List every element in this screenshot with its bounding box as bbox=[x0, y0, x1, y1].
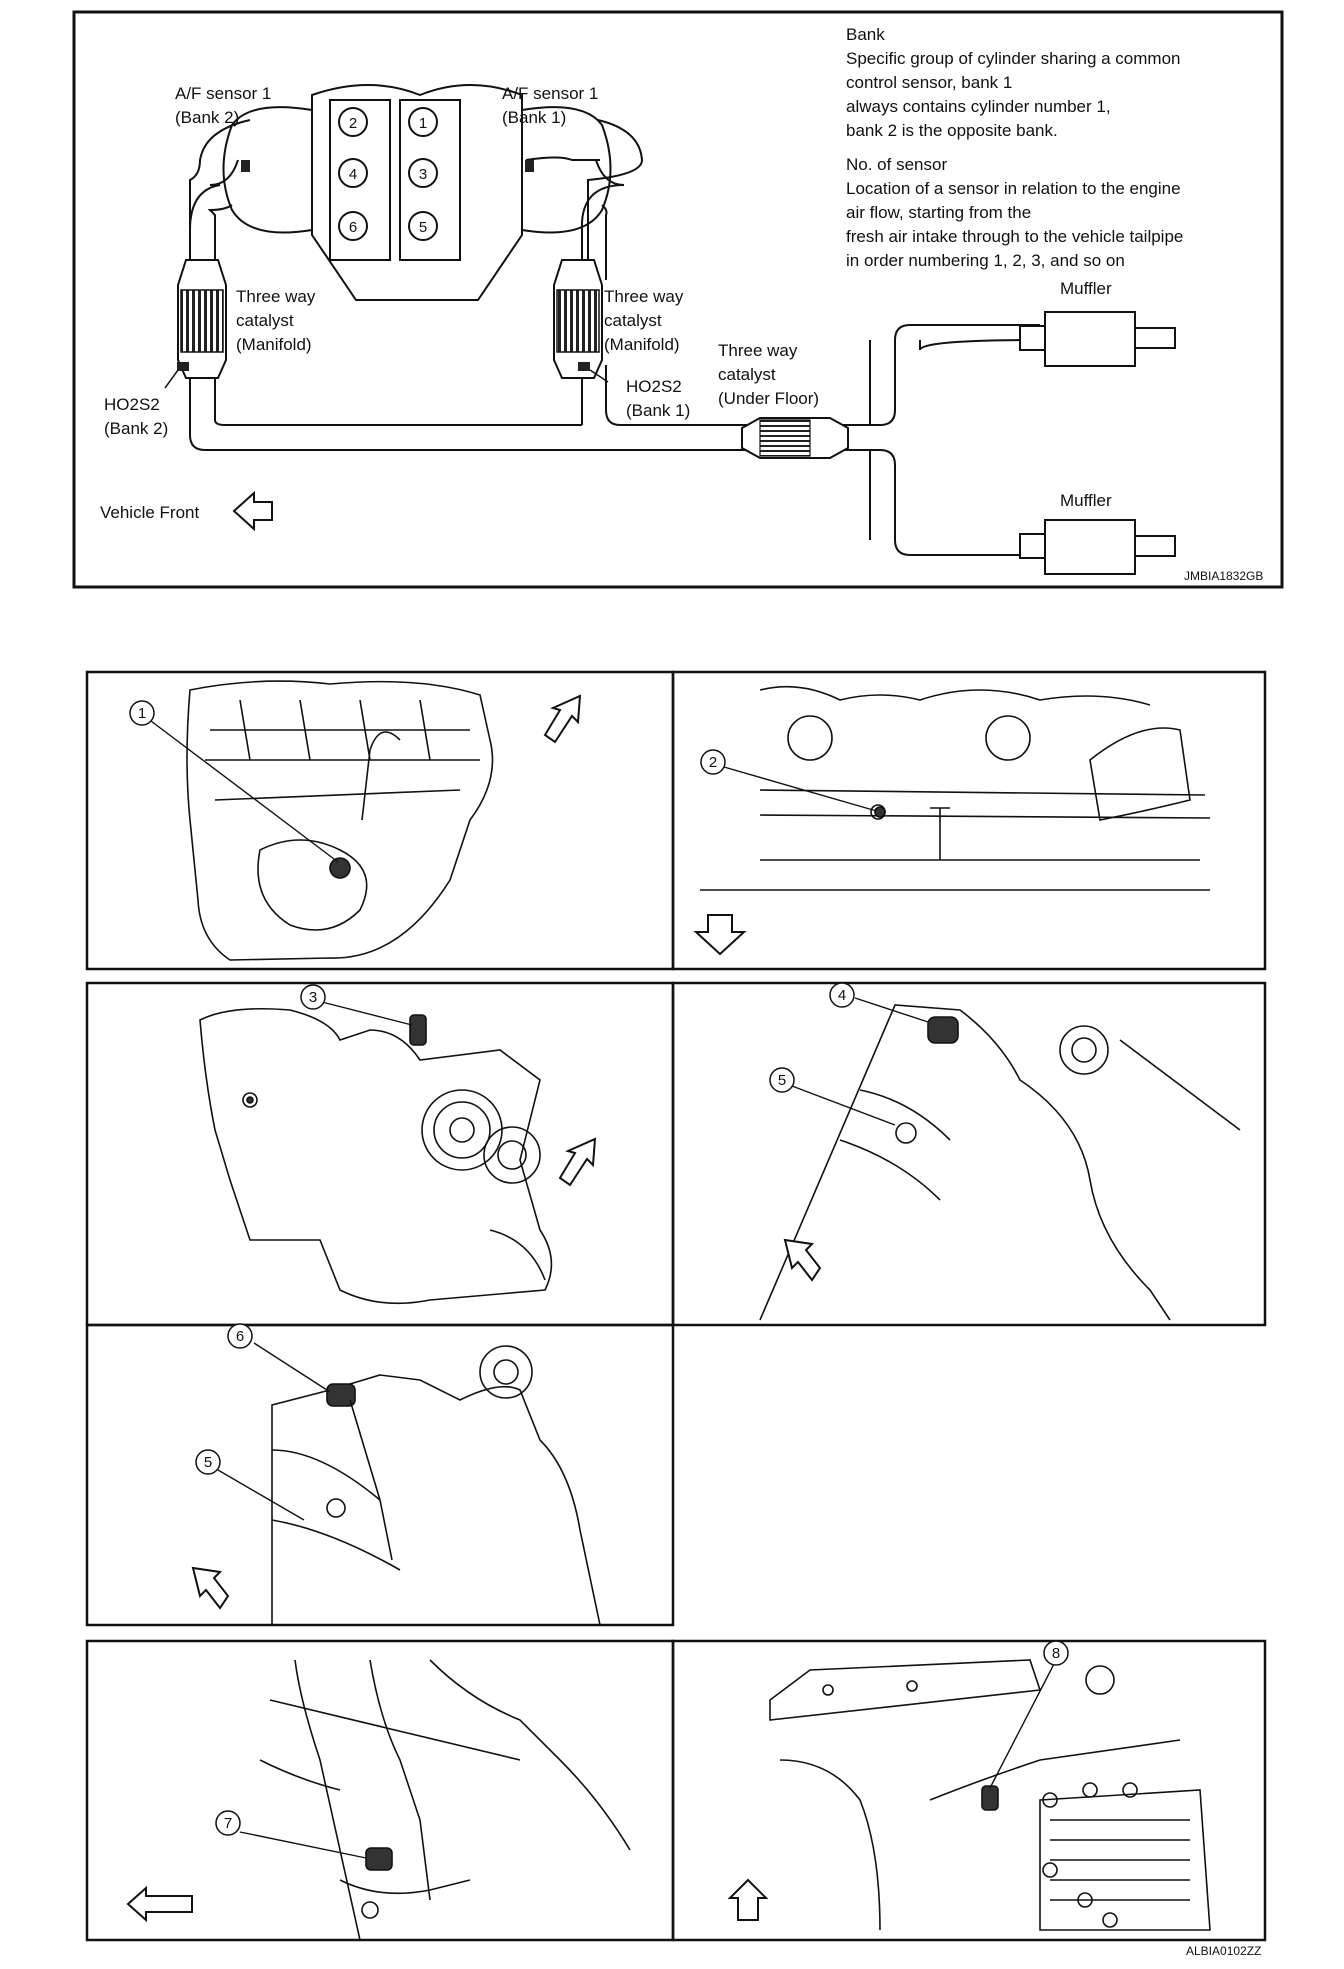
exhaust-system-diagram: 2 1 4 3 6 5 bbox=[72, 10, 1284, 589]
cylinder-4-label: 4 bbox=[349, 166, 357, 183]
callout-5a-label: 5 bbox=[778, 1072, 786, 1089]
panel-7 bbox=[671, 1639, 1267, 1942]
callout-3-label: 3 bbox=[309, 989, 317, 1006]
exhaust-pipes-main bbox=[189, 119, 644, 280]
panel-1 bbox=[85, 670, 675, 971]
manifold-catalyst-bank1 bbox=[553, 259, 603, 379]
vehicle-front-arrow-icon bbox=[232, 490, 273, 532]
cylinder-6-label: 6 bbox=[349, 219, 357, 236]
diagram-code: JMBIA1832GB bbox=[1184, 569, 1263, 583]
callout-1-label: 1 bbox=[138, 705, 146, 722]
cylinder-6 bbox=[338, 211, 368, 241]
panel-7-direction-arrow-icon bbox=[727, 1878, 769, 1921]
callout-2: 2 bbox=[700, 749, 726, 775]
panel-4 bbox=[671, 981, 1267, 1327]
diagram-frame bbox=[72, 10, 1284, 589]
panel-2-direction-arrow-icon bbox=[693, 914, 747, 956]
cylinder-2-label: 2 bbox=[349, 115, 357, 132]
cylinder-1-label: 1 bbox=[419, 115, 427, 132]
panel-3-engine-front-sketch bbox=[199, 1001, 553, 1305]
ho2s2-bank1-label: HO2S2 (Bank 1) bbox=[626, 377, 690, 420]
callout-7: 7 bbox=[215, 1810, 241, 1836]
panel-3-direction-arrow-icon bbox=[558, 1137, 597, 1187]
muffler-lower bbox=[1044, 519, 1136, 575]
panel-1-engine-sketch bbox=[146, 680, 494, 961]
callout-4-label: 4 bbox=[838, 987, 846, 1004]
panel-2-underbody-sketch bbox=[700, 685, 1211, 891]
muffler-lower-label: Muffler bbox=[1060, 491, 1112, 510]
panel-4-engine-side-sketch bbox=[759, 997, 1241, 1321]
callout-5b-label: 5 bbox=[204, 1454, 212, 1471]
exhaust-pipes bbox=[189, 156, 1041, 556]
callout-7-label: 7 bbox=[224, 1815, 232, 1832]
bank-note: Bank Specific group of cylinder sharing … bbox=[846, 25, 1185, 140]
af-sensor-bank2-label: A/F sensor 1 (Bank 2) bbox=[175, 84, 276, 127]
ho2s2-bank1-marker bbox=[578, 362, 590, 371]
panel-1-direction-arrow-icon bbox=[543, 694, 582, 744]
callout-5-panel-5: 5 bbox=[195, 1449, 221, 1475]
cylinder-3-label: 3 bbox=[419, 166, 427, 183]
catalyst-left-label: Three way catalyst (Manifold) bbox=[236, 287, 320, 354]
callout-8: 8 bbox=[1043, 1640, 1069, 1666]
panel-7-underside-sketch bbox=[769, 1659, 1211, 1931]
cylinder-1 bbox=[408, 107, 438, 137]
muffler-upper bbox=[1044, 311, 1136, 367]
catalyst-underfloor-label: Three way catalyst (Under Floor) bbox=[718, 341, 819, 408]
callout-1: 1 bbox=[129, 700, 155, 726]
cylinder-2 bbox=[338, 107, 368, 137]
cylinder-5-label: 5 bbox=[419, 219, 427, 236]
cylinder-3 bbox=[408, 158, 438, 188]
af-sensor-bank2-marker bbox=[241, 160, 250, 172]
sensor-number-note: No. of sensor Location of a sensor in re… bbox=[846, 155, 1188, 270]
tailpipe-lower bbox=[1134, 535, 1176, 557]
cylinder-layout: 2 1 4 3 6 5 bbox=[338, 107, 438, 241]
callout-5-panel-4: 5 bbox=[769, 1067, 795, 1093]
cylinder-4 bbox=[338, 158, 368, 188]
af-sensor-bank1-marker bbox=[525, 160, 534, 172]
panel-2 bbox=[671, 670, 1267, 971]
cylinder-5 bbox=[408, 211, 438, 241]
callout-6-label: 6 bbox=[236, 1328, 244, 1345]
af-sensor-bank1-label: A/F sensor 1 (Bank 1) bbox=[502, 84, 603, 127]
callout-8-label: 8 bbox=[1052, 1645, 1060, 1662]
callout-6: 6 bbox=[227, 1323, 253, 1349]
callout-3: 3 bbox=[300, 984, 326, 1010]
ho2s2-bank2-marker bbox=[177, 362, 189, 371]
callout-2-label: 2 bbox=[709, 754, 717, 771]
manifold-catalyst-bank2 bbox=[177, 259, 227, 379]
callout-4: 4 bbox=[829, 982, 855, 1008]
tailpipe-upper bbox=[1134, 327, 1176, 349]
photo-panels bbox=[85, 670, 1267, 1942]
panel-6-lower-sketch bbox=[239, 1659, 631, 1941]
panel-5-engine-side-sketch bbox=[217, 1342, 601, 1626]
panel-6-direction-arrow-icon bbox=[126, 1885, 193, 1923]
panel-5-direction-arrow-icon bbox=[191, 1566, 230, 1610]
muffler-upper-label: Muffler bbox=[1060, 279, 1112, 298]
underfloor-catalyst bbox=[741, 417, 849, 459]
photos-code: ALBIA0102ZZ bbox=[1186, 1944, 1261, 1958]
ho2s2-bank2-label: HO2S2 (Bank 2) bbox=[104, 395, 168, 438]
catalyst-right-label: Three way catalyst (Manifold) bbox=[604, 287, 688, 354]
panel-5 bbox=[85, 1323, 675, 1627]
vehicle-front-label: Vehicle Front bbox=[100, 503, 199, 522]
panel-4-direction-arrow-icon bbox=[783, 1238, 822, 1282]
